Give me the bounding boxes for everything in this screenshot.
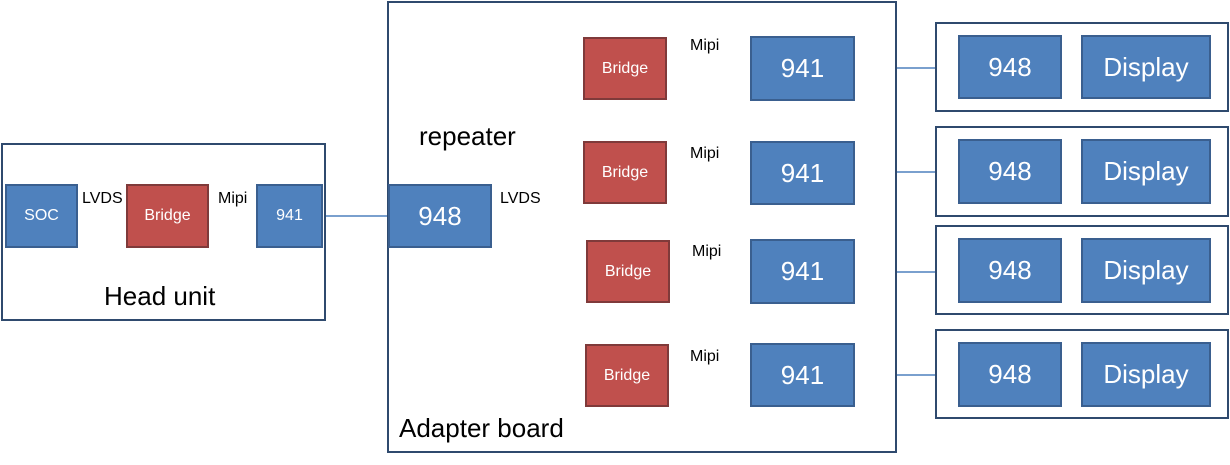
channel-2-mipi-label: Mipi xyxy=(690,145,720,162)
channel-1-941-block: 941 xyxy=(750,36,855,101)
display-unit-4-display-block: Display xyxy=(1081,342,1211,407)
display-unit-2-948-block: 948 xyxy=(958,139,1062,204)
display-unit-3-display-block: Display xyxy=(1081,238,1211,303)
adapter-lvds-label: LVDS xyxy=(500,190,541,207)
adapter-948-block: 948 xyxy=(388,184,492,248)
channel-4-bridge-block: Bridge xyxy=(585,344,669,407)
channel-2-941-block: 941 xyxy=(750,141,855,205)
channel-1-mipi-label: Mipi xyxy=(690,37,720,54)
adapter-board-title: Adapter board xyxy=(399,413,564,443)
channel-4-mipi-label: Mipi xyxy=(690,348,720,365)
display-unit-4-948-block: 948 xyxy=(958,342,1062,407)
channel-1-bridge-block: Bridge xyxy=(583,37,667,100)
channel-2-bridge-block: Bridge xyxy=(583,141,667,204)
display-unit-1-948-block: 948 xyxy=(958,35,1062,99)
head-unit-title: Head unit xyxy=(104,281,216,311)
channel-3-941-block: 941 xyxy=(750,239,855,304)
head-unit-941-block: 941 xyxy=(256,184,323,248)
channel-3-mipi-label: Mipi xyxy=(692,243,722,260)
display-unit-1-display-block: Display xyxy=(1081,35,1211,99)
head-unit-mipi-label: Mipi xyxy=(218,190,248,207)
channel-3-bridge-block: Bridge xyxy=(586,240,670,303)
head-unit-bridge-block: Bridge xyxy=(126,184,209,248)
display-unit-3-948-block: 948 xyxy=(958,238,1062,303)
soc-block: SOC xyxy=(5,184,78,248)
head-unit-lvds-label: LVDS xyxy=(82,190,123,207)
repeater-label: repeater xyxy=(419,121,516,151)
display-unit-2-display-block: Display xyxy=(1081,139,1211,204)
channel-4-941-block: 941 xyxy=(750,343,855,407)
